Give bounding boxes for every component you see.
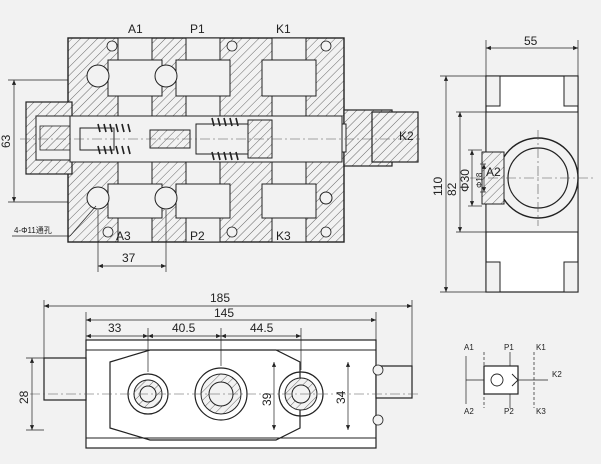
dim-bore-30: Φ30: [458, 169, 472, 192]
symbol-label-k2: K2: [552, 370, 562, 379]
port-label-p2: P2: [190, 229, 205, 243]
symbol-box: [483, 365, 519, 395]
dim-a-33: 33: [108, 321, 122, 335]
dim-b-40-5: 40.5: [172, 321, 196, 335]
dim-left-28: 28: [17, 390, 31, 404]
springs: [97, 117, 239, 161]
symbol-label-k3: K3: [536, 407, 546, 416]
port-label-a1: A1: [128, 22, 143, 36]
dim-height-63: 63: [0, 134, 13, 148]
port-label-k3: K3: [276, 229, 291, 243]
dim-mid-39: 39: [260, 392, 274, 406]
symbol-label-a2: A2: [464, 407, 474, 416]
bottom-port-cavities: [107, 161, 317, 243]
port-label-k2: K2: [399, 129, 414, 143]
symbol-label-p1: P1: [504, 343, 514, 352]
port-label-k1: K1: [276, 22, 291, 36]
dim-body-145: 145: [214, 306, 234, 320]
dim-bore-18: Φ18: [475, 172, 484, 188]
dim-height-110: 110: [431, 177, 445, 196]
mounting-holes: [86, 40, 333, 238]
side-port-a2: A2: [486, 165, 501, 179]
bottom-view: 185 145 33 40.5 44.5 28 39 34: [17, 291, 420, 449]
hole-note: 4-Φ11通孔: [14, 225, 52, 235]
symbol-label-a1: A1: [464, 343, 474, 352]
dim-spacing-37: 37: [122, 251, 136, 265]
dim-total-185: 185: [210, 291, 230, 305]
valve-symbol: A1 P1 K1 A2 P2 K3 K2: [464, 343, 562, 416]
symbol-label-k1: K1: [536, 343, 546, 352]
symbol-label-p2: P2: [504, 407, 514, 416]
side-view: A2 55 110 82 Φ30 Φ18: [431, 34, 596, 293]
top-port-cavities: [107, 37, 317, 117]
dim-c-44-5: 44.5: [250, 321, 274, 335]
dim-width-55: 55: [524, 34, 538, 48]
port-label-p1: P1: [190, 22, 205, 36]
spool-assembly: [20, 119, 420, 159]
dim-right-34: 34: [334, 390, 348, 404]
port-label-a3: A3: [116, 229, 131, 243]
dim-height-82: 82: [445, 182, 459, 196]
section-view: A1 P1 K1 A3 P2 K3 K2 63 37 4-Φ11通孔: [0, 22, 420, 272]
